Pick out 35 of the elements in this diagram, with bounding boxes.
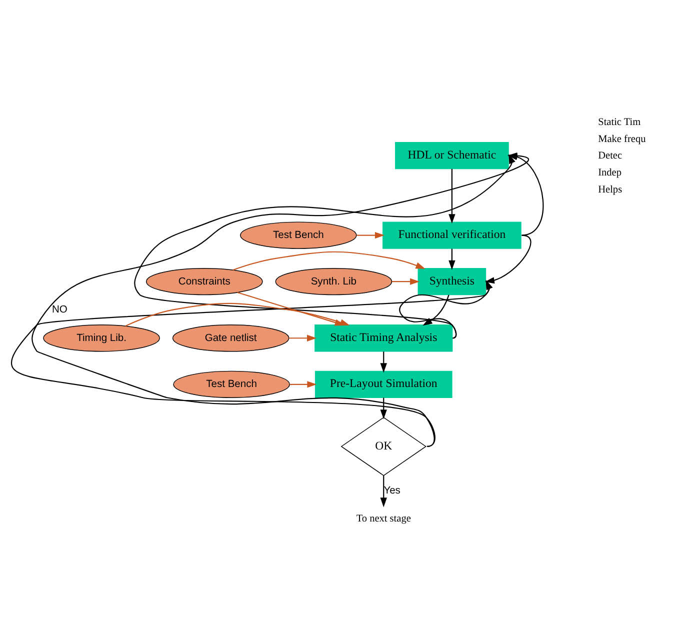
label: Make frequ <box>598 134 646 145</box>
arrow <box>448 248 456 270</box>
node-ellipse: Gate netlist <box>172 324 290 352</box>
node-ellipse: Test Bench <box>240 222 357 249</box>
arrow <box>380 476 387 508</box>
edge-label: NO <box>52 304 68 316</box>
node-box: Pre-Layout Simulation <box>314 370 452 398</box>
arrow <box>392 278 420 285</box>
node-text: To next stage <box>356 514 411 525</box>
node-ellipse: Constraints <box>146 268 263 296</box>
node-ellipse: Test Bench <box>173 370 290 398</box>
node-box: Static Timing Analysis <box>314 324 453 352</box>
node-box: HDL or Schematic <box>395 142 509 170</box>
edge-label: Yes <box>384 485 400 496</box>
label: Detec <box>598 150 622 162</box>
node-box: Functional verification <box>382 222 522 249</box>
arrow <box>380 398 387 420</box>
arrow <box>399 280 493 339</box>
label: Static Tim <box>598 116 641 128</box>
node-ellipse: Synth. Lib <box>275 268 392 296</box>
arrow <box>356 232 384 239</box>
node-ellipse: Timing Lib. <box>43 324 160 352</box>
arrow <box>448 168 456 224</box>
arrow <box>134 154 516 338</box>
arrow <box>484 234 532 284</box>
arrow <box>232 251 426 271</box>
label: Helps <box>598 184 622 196</box>
arrow <box>289 334 317 342</box>
node-diamond: OK <box>340 417 427 476</box>
node-box: Synthesis <box>418 268 486 296</box>
arrow <box>290 381 317 388</box>
arrow <box>380 352 387 373</box>
arrow <box>422 294 450 326</box>
label: Indep <box>598 168 622 179</box>
arrow <box>12 280 493 447</box>
